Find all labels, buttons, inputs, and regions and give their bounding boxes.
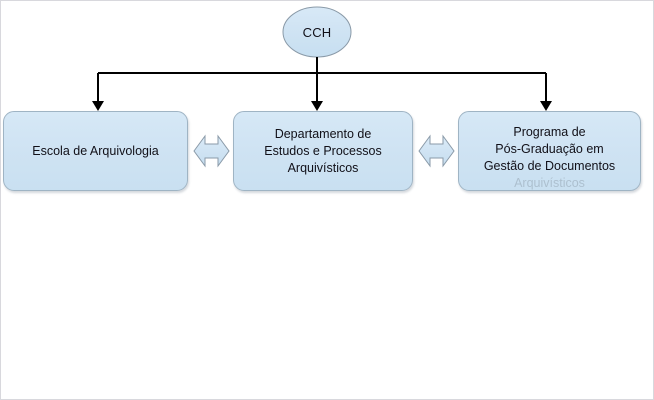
node-departamento-label: Departamento de Estudos e Processos Arqu… (264, 126, 382, 175)
node-programa-label-clipped: Arquivísticos (514, 176, 585, 190)
block-arrow-departamento-programa[interactable] (418, 134, 455, 168)
node-cch-ellipse[interactable] (282, 6, 352, 58)
arrowhead-down-right (540, 101, 552, 111)
node-programa-label: Programa de Pós-Graduação em Gestão de D… (459, 112, 640, 190)
arrowhead-down-middle (311, 101, 323, 111)
node-programa-pos-graduacao[interactable]: Programa de Pós-Graduação em Gestão de D… (458, 111, 641, 191)
node-programa-label-visible: Programa de Pós-Graduação em Gestão de D… (483, 125, 616, 173)
node-departamento-estudos-processos[interactable]: Departamento de Estudos e Processos Arqu… (233, 111, 413, 191)
node-escola-de-arquivologia[interactable]: Escola de Arquivologia (3, 111, 188, 191)
node-escola-label: Escola de Arquivologia (32, 143, 159, 158)
arrowhead-down-left (92, 101, 104, 111)
block-arrow-escola-departamento[interactable] (193, 134, 230, 168)
connector-arrowheads (92, 101, 552, 111)
connector-cch-to-children (97, 57, 547, 102)
